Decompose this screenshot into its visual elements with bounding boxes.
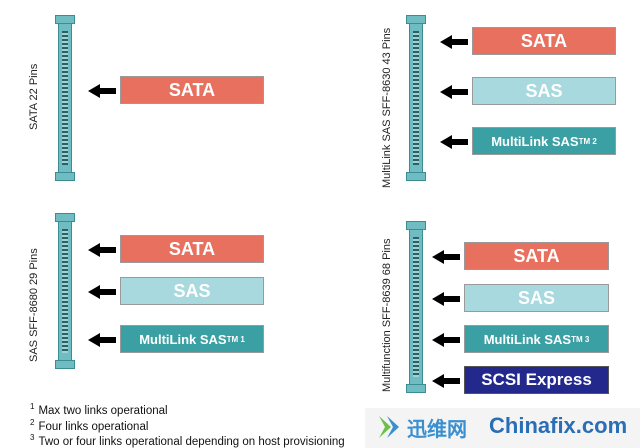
arrow-left-icon	[432, 250, 460, 264]
arrow-left-icon	[440, 85, 468, 99]
arrow-left-icon	[88, 84, 116, 98]
protocol-box-sas: SAS	[120, 277, 264, 305]
connector-label: Multifunction SFF-8639 68 Pins	[381, 238, 393, 392]
arrow-left-icon	[440, 135, 468, 149]
protocol-box-sata: SATA	[464, 242, 609, 270]
connector-sff-8630	[406, 15, 426, 181]
arrow-left-icon	[440, 35, 468, 49]
protocol-box-sas: SAS	[464, 284, 609, 312]
connector-label: SAS SFF-8680 29 Pins	[28, 248, 40, 362]
watermark-cn: 迅维网	[407, 417, 467, 441]
arrow-left-icon	[88, 285, 116, 299]
chinafix-logo-icon	[379, 416, 399, 438]
connector-sff-8680	[55, 213, 75, 369]
arrow-left-icon	[432, 333, 460, 347]
protocol-box-scsi-express: SCSI Express	[464, 366, 609, 394]
connector-sff-8639	[406, 221, 426, 393]
watermark-en: Chinafix.com	[489, 413, 628, 438]
connector-label: MultiLink SAS SFF-8630 43 Pins	[381, 27, 393, 188]
arrow-left-icon	[88, 243, 116, 257]
arrow-left-icon	[432, 374, 460, 388]
arrow-left-icon	[432, 292, 460, 306]
protocol-box-sata: SATA	[120, 235, 264, 263]
protocol-box-sas: SAS	[472, 77, 616, 105]
watermark: 迅维网 Chinafix.com	[365, 408, 640, 448]
protocol-box-sata: SATA	[472, 27, 616, 55]
arrow-left-icon	[88, 333, 116, 347]
connector-sata-22	[55, 15, 75, 181]
connector-label: SATA 22 Pins	[28, 63, 40, 130]
protocol-box-sata: SATA	[120, 76, 264, 104]
